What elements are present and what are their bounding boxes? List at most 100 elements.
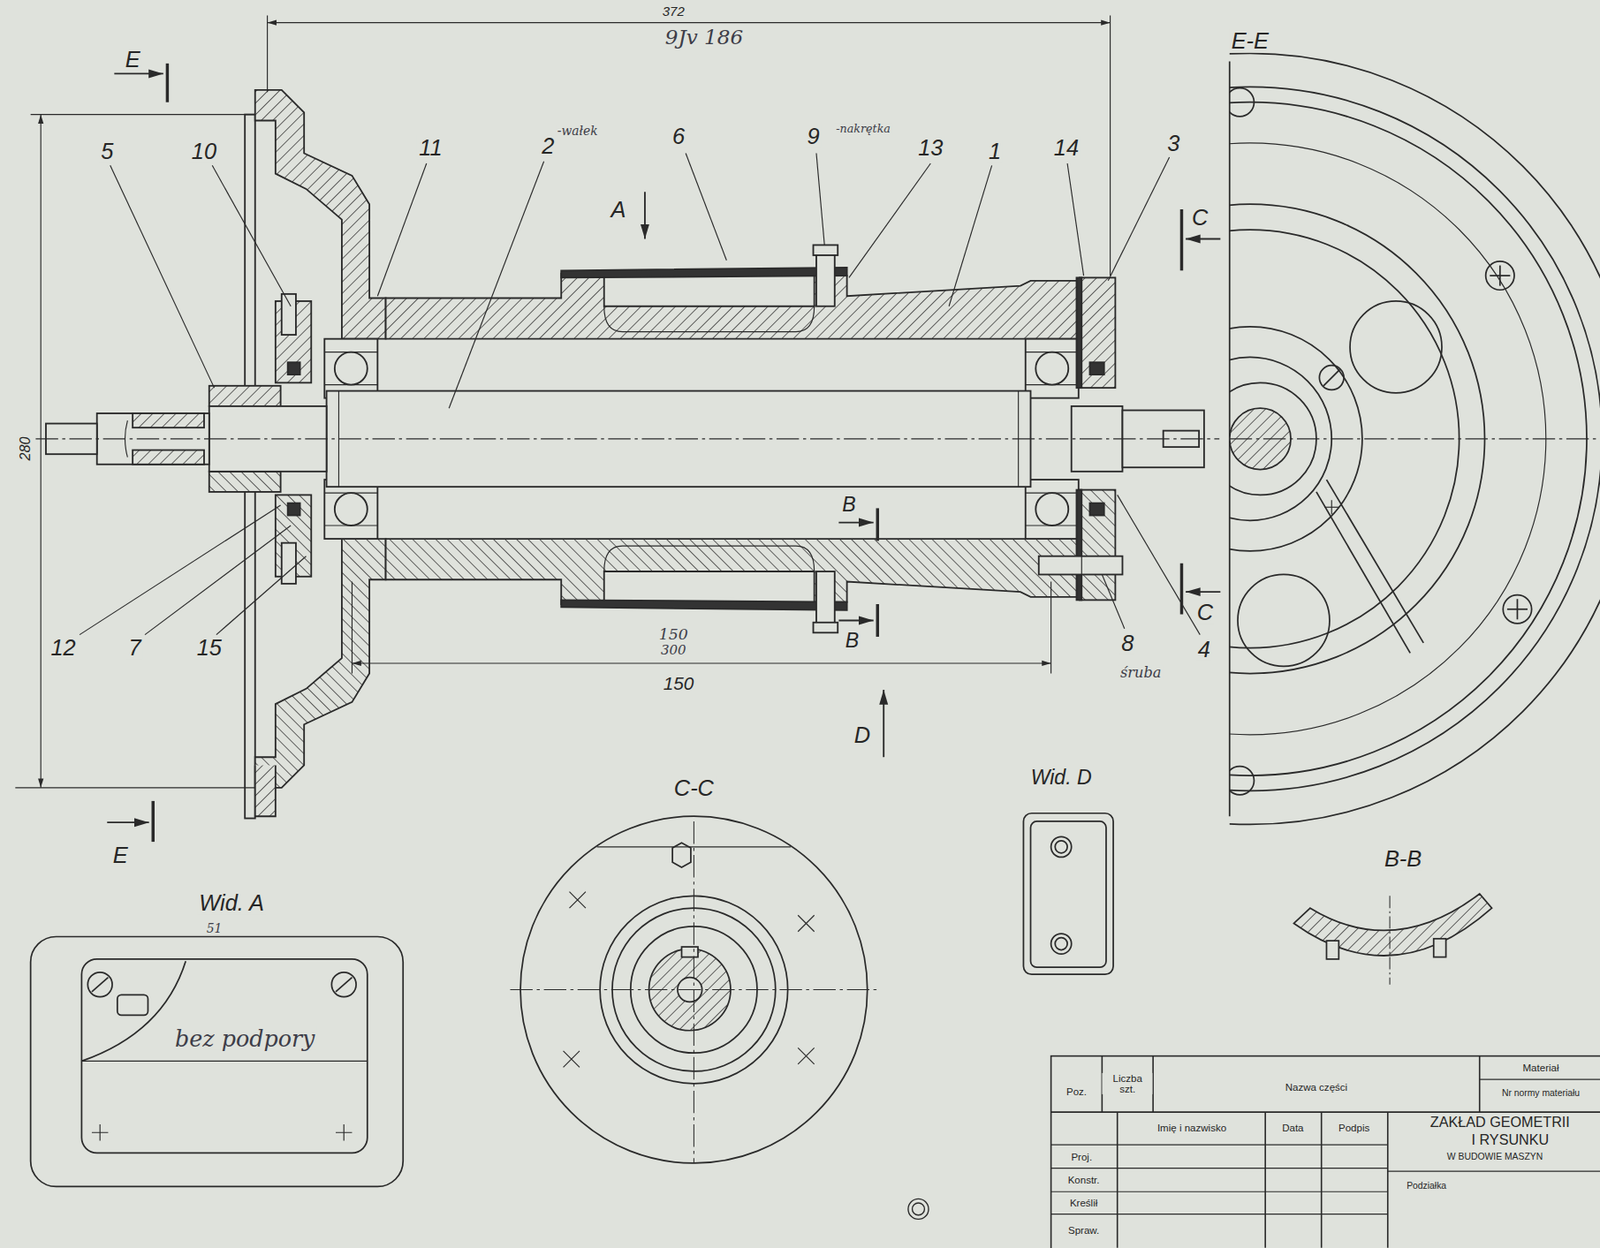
callout-number: 9: [804, 123, 821, 148]
drawing-line: [1320, 1112, 1323, 1248]
callout-number: 11: [417, 136, 444, 160]
callout-number: 5: [98, 139, 115, 164]
label: Poz.: [1064, 1086, 1089, 1098]
drawing-rect: [1038, 556, 1123, 576]
drawing-line: [151, 801, 155, 842]
label: C: [1190, 205, 1210, 230]
drawing-path: [563, 892, 815, 1069]
label: W BUDOWIE MASZYN: [1445, 1152, 1545, 1162]
label: D: [852, 722, 873, 747]
callout-number: 13: [916, 136, 945, 160]
label: B: [843, 629, 861, 652]
label: 280: [16, 435, 32, 463]
drawing-line: [1101, 574, 1124, 629]
label: Konstr.: [1066, 1175, 1102, 1186]
drawing-line: [1051, 1213, 1388, 1215]
drawing-line: [30, 113, 256, 115]
drawing-line: [1067, 163, 1084, 276]
label: I RYSUNKU: [1470, 1132, 1552, 1148]
title-block: [1051, 1056, 1600, 1248]
section-b-b: [1294, 894, 1493, 986]
label: Nazwa części: [1283, 1082, 1350, 1093]
drawing-line: [110, 165, 215, 388]
drawing-line: [693, 821, 695, 1164]
drawing-circle: [1054, 938, 1068, 951]
drawing-line: [113, 72, 163, 75]
label: Wid. D: [1029, 766, 1094, 789]
label: A: [608, 197, 628, 221]
drawing-rect: [132, 450, 205, 465]
label: 9Jv 186: [663, 25, 745, 47]
drawing-rect: [682, 947, 698, 958]
label: Imię i nazwisko: [1155, 1122, 1229, 1134]
drawing-rect: [1326, 940, 1339, 960]
drawing-line: [685, 152, 727, 260]
drawing-circle: [1051, 836, 1072, 857]
drawing-line: [377, 163, 426, 296]
drawing-line: [166, 63, 169, 103]
drawing-line: [838, 620, 873, 622]
callout-number: 12: [48, 636, 77, 660]
drawing-path: [81, 961, 186, 1062]
label: Kreślił: [1068, 1198, 1100, 1209]
label: E-E: [1229, 29, 1271, 54]
drawing-line: [948, 165, 993, 306]
drawing-circle: [1229, 88, 1255, 117]
drawing-line: [1516, 599, 1519, 620]
drawing-line: [351, 582, 353, 675]
drawing-line: [1387, 1112, 1389, 1248]
drawing-line: [40, 114, 42, 789]
drawing-line: [1107, 157, 1169, 281]
callout-number: 6: [670, 123, 687, 148]
drawing-line: [351, 662, 1051, 664]
misc-symbol: [908, 1198, 929, 1220]
drawing-line: [838, 522, 873, 524]
drawing-line: [1117, 494, 1201, 635]
drawing-line: [1185, 591, 1221, 593]
callout-number: 8: [1119, 630, 1136, 655]
drawing-circle: [1349, 301, 1442, 394]
drawing-line: [1387, 1171, 1600, 1173]
drawing-path: [597, 846, 791, 848]
drawing-line: [1264, 1112, 1267, 1248]
dimension-lines: [15, 15, 1110, 789]
drawing-line: [1479, 1079, 1600, 1081]
label: C: [1195, 600, 1215, 625]
drawing-circle: [1051, 933, 1072, 955]
drawing-line: [335, 978, 352, 993]
drawing-line: [144, 525, 291, 636]
label: 372: [660, 4, 687, 19]
drawing-line: [266, 15, 268, 93]
drawing-circle: [1486, 261, 1515, 290]
label: Podziałka: [1404, 1182, 1449, 1192]
drawing-line: [1180, 563, 1183, 615]
drawing-rect: [30, 936, 404, 1187]
drawing-line: [106, 821, 149, 824]
label: E: [123, 47, 143, 72]
callout-number: 4: [1196, 636, 1213, 661]
drawing-circle: [87, 972, 113, 998]
drawing-line: [876, 604, 880, 637]
view-c-c: [509, 816, 878, 1164]
drawing-line: [1081, 556, 1083, 576]
drawing-rect: [1023, 813, 1114, 975]
drawing-line: [1116, 1112, 1119, 1248]
drawing-line: [35, 438, 1220, 440]
label: E: [111, 843, 130, 868]
drawing-line: [1050, 582, 1052, 675]
section-markers: [106, 63, 1221, 842]
drawing-line: [1109, 15, 1111, 277]
drawing-circle: [1237, 574, 1330, 667]
drawing-circle: [912, 1203, 926, 1216]
leader-lines: [79, 152, 1200, 635]
label: Spraw.: [1066, 1225, 1101, 1237]
view-a: [30, 936, 404, 1187]
drawing-circle: [1229, 53, 1600, 825]
drawing-path: [1294, 894, 1493, 956]
callout-number: 7: [126, 636, 143, 660]
drawing-line: [1389, 895, 1391, 985]
callout-number: 3: [1165, 130, 1182, 155]
drawing-rect: [81, 959, 367, 1153]
label: Liczba szt.: [1102, 1072, 1153, 1094]
